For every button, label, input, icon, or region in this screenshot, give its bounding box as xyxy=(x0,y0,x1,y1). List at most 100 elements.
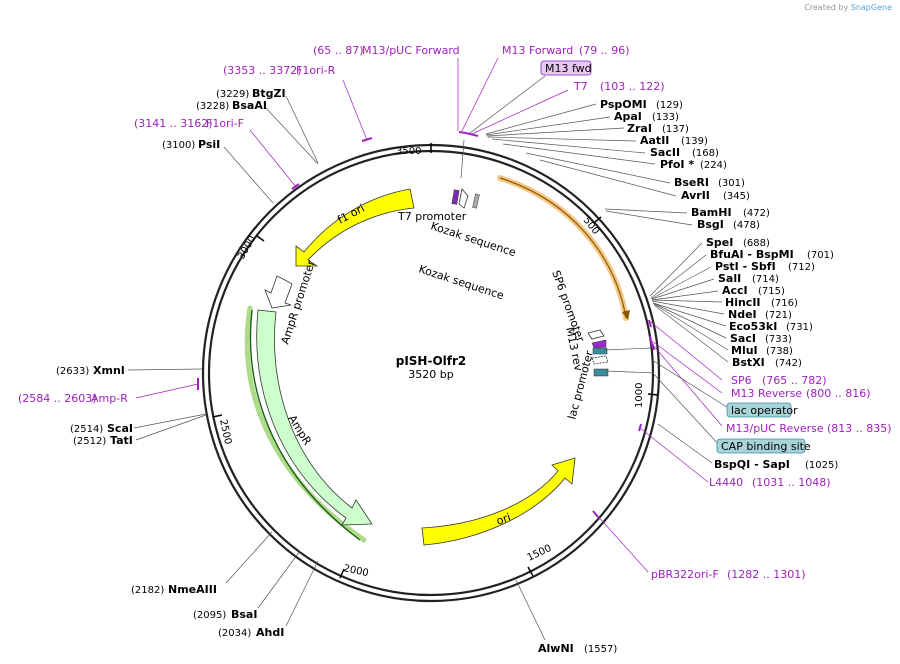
site-btgzi[interactable]: BtgZI xyxy=(252,87,286,100)
cap-site-feature[interactable] xyxy=(593,368,609,377)
ori-arrow[interactable] xyxy=(421,457,576,546)
primer-l4440-range: (1031 .. 1048) xyxy=(752,476,831,489)
site-eco53ki-pos: (731) xyxy=(786,322,813,333)
ampr-arrow[interactable] xyxy=(256,309,373,526)
site-bsai[interactable]: BsaI xyxy=(231,608,257,621)
cap-site-box[interactable] xyxy=(716,438,806,454)
kozak-label-2: Kozak sequence xyxy=(417,262,506,302)
primer-m13puc-fwd-range: (65 .. 87) xyxy=(313,44,364,57)
site-zrai-pos: (137) xyxy=(662,124,689,135)
boxed-labels: M13 fwd lac operator CAP binding site xyxy=(540,60,811,454)
t7-feature[interactable] xyxy=(451,189,460,205)
primer-f1ori-f[interactable]: F1ori-F xyxy=(206,117,244,130)
primer-t7[interactable]: T7 xyxy=(573,80,588,93)
primer-t7-range: (103 .. 122) xyxy=(600,80,665,93)
site-bspqi[interactable]: BspQI - SapI xyxy=(714,458,790,471)
site-mlui[interactable]: MluI xyxy=(731,344,758,357)
plasmid-name: pISH-Olfr2 xyxy=(396,354,467,368)
primer-m13puc-fwd[interactable]: M13/pUC Forward xyxy=(362,44,460,57)
kozak-label-1: Kozak sequence xyxy=(429,219,518,259)
site-psii-pos: (3100) xyxy=(162,140,195,151)
credit: Created by SnapGene xyxy=(804,3,892,12)
site-saci[interactable]: SacI xyxy=(730,332,756,345)
primer-amp-r-range: (2584 .. 2603) xyxy=(18,392,97,405)
primer-f1ori-f-range: (3141 .. 3162) xyxy=(134,117,213,130)
f1-ori-arrow[interactable] xyxy=(295,188,415,267)
site-bfuai-pos: (701) xyxy=(807,250,834,261)
site-avrii[interactable]: AvrII xyxy=(681,189,710,202)
primer-sp6[interactable]: SP6 xyxy=(731,374,752,387)
lac-promoter-arrow[interactable] xyxy=(591,355,609,365)
site-bfuai[interactable]: BfuAI - BspMI xyxy=(710,248,794,261)
site-alwni-pos: (1557) xyxy=(584,644,617,655)
site-hincii[interactable]: HincII xyxy=(725,296,761,309)
lac-operator-box[interactable] xyxy=(726,402,792,418)
site-aatii-pos: (139) xyxy=(681,136,708,147)
site-pspomi[interactable]: PspOMI xyxy=(600,98,647,111)
site-xmni[interactable]: XmnI xyxy=(93,364,125,377)
ori-label: ori xyxy=(495,511,513,528)
site-acci[interactable]: AccI xyxy=(722,284,748,297)
site-tati-pos: (2512) xyxy=(73,436,106,447)
site-zrai[interactable]: ZraI xyxy=(627,122,652,135)
site-psii[interactable]: PsiI xyxy=(198,138,220,151)
site-pfoi[interactable]: PfoI * xyxy=(660,158,694,171)
sites-right: PspOMI (129) ApaI (133) ZraI (137) AatII… xyxy=(538,98,838,655)
site-alwni[interactable]: AlwNI xyxy=(538,642,574,655)
leader-lines xyxy=(127,57,731,641)
lac-operator-feature[interactable] xyxy=(592,347,608,355)
primer-f1ori-r-range: (3353 .. 3372) xyxy=(223,64,302,77)
site-eco53ki[interactable]: Eco53kI xyxy=(729,320,777,333)
site-nmeaiii[interactable]: NmeAIII xyxy=(168,583,217,596)
site-bsaai-pos: (3228) xyxy=(196,101,229,112)
sp6-feature[interactable] xyxy=(591,339,607,349)
primer-m13puc-rev[interactable]: M13/pUC Reverse xyxy=(726,422,824,435)
site-bsgi[interactable]: BsgI xyxy=(697,218,724,231)
tick-marks xyxy=(212,143,659,579)
site-aatii[interactable]: AatII xyxy=(640,134,669,147)
site-bsaai[interactable]: BsaAI xyxy=(232,99,267,112)
primer-l4440[interactable]: L4440 xyxy=(709,476,743,489)
ampr-promoter-arrow[interactable] xyxy=(264,275,293,309)
site-spei-pos: (688) xyxy=(743,238,770,249)
site-ndei[interactable]: NdeI xyxy=(728,308,757,321)
sp6-line xyxy=(499,177,627,319)
sites-left: (3229) BtgZI (3228) BsaAI (3100) PsiI (2… xyxy=(56,87,286,639)
primer-f1ori-r[interactable]: F1ori-R xyxy=(296,64,336,77)
plasmid-length: 3520 bp xyxy=(408,368,453,381)
site-bsai-pos: (2095) xyxy=(193,610,226,621)
site-scai[interactable]: ScaI xyxy=(107,422,133,435)
primer-m13-fwd[interactable]: M13 Forward xyxy=(502,44,573,57)
ampr-outline xyxy=(249,309,361,541)
t7-promoter-arrow[interactable] xyxy=(458,188,469,209)
site-nmeaiii-pos: (2182) xyxy=(131,585,164,596)
primer-m13-rev[interactable]: M13 Reverse xyxy=(731,387,802,400)
site-pfoi-pos: (224) xyxy=(700,160,727,171)
primer-pbr322ori-f[interactable]: pBR322ori-F xyxy=(651,568,719,581)
site-spei[interactable]: SpeI xyxy=(706,236,733,249)
site-psti[interactable]: PstI - SbfI xyxy=(715,260,776,273)
site-bstxi[interactable]: BstXI xyxy=(732,356,765,369)
m13-rev-arrow[interactable] xyxy=(587,329,605,340)
site-sali[interactable]: SalI xyxy=(718,272,741,285)
site-sacii[interactable]: SacII xyxy=(650,146,680,159)
primer-m13-rev-range: (800 .. 816) xyxy=(806,387,871,400)
t7-promoter-label: T7 promoter xyxy=(397,210,467,223)
site-btgzi-pos: (3229) xyxy=(216,89,249,100)
tick-2500: 2500 xyxy=(217,418,233,445)
cap-site-label: CAP binding site xyxy=(721,440,811,453)
site-tati[interactable]: TatI xyxy=(110,434,133,447)
site-psti-pos: (712) xyxy=(788,262,815,273)
m13-fwd-label: M13 fwd xyxy=(545,62,592,75)
site-bspqi-pos: (1025) xyxy=(805,460,838,471)
primer-amp-r[interactable]: Amp-R xyxy=(91,392,128,405)
site-sacii-pos: (168) xyxy=(692,148,719,159)
m13-fwd-box[interactable] xyxy=(540,60,592,76)
kozak-feature[interactable] xyxy=(472,193,480,209)
site-ahdi[interactable]: AhdI xyxy=(256,626,284,639)
site-apai[interactable]: ApaI xyxy=(614,110,642,123)
site-bseri[interactable]: BseRI xyxy=(674,176,709,189)
site-xmni-pos: (2633) xyxy=(56,366,89,377)
site-bamhi[interactable]: BamHI xyxy=(691,206,732,219)
lac-operator-label: lac operator xyxy=(731,404,798,417)
